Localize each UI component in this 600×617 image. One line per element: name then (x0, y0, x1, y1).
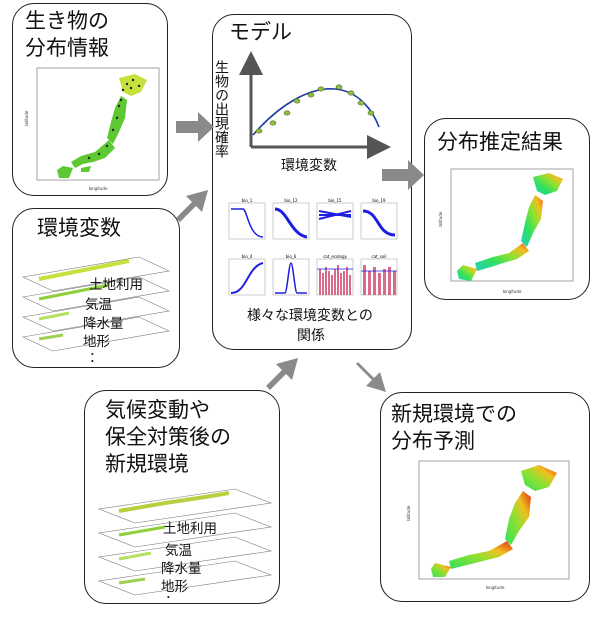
svg-text:latitude: latitude (438, 211, 443, 227)
model-ylabel: 生物の出現確率 (213, 60, 229, 158)
estimate-title: 分布推定結果 (437, 130, 563, 154)
scenario-title-3: 新規環境 (105, 452, 189, 476)
svg-text:cat_soil: cat_soil (372, 254, 387, 259)
estimate-box: 分布推定結果 latitude longitude (424, 118, 590, 300)
panel-bio4: bio_4 (228, 254, 266, 296)
panel-bio19: bio_19 (360, 198, 398, 240)
env-layer-temperature: 気温 (85, 297, 112, 313)
model-caption-1: 様々な環境変数との (247, 308, 373, 324)
svg-text:bio_1: bio_1 (242, 198, 253, 203)
prediction-title-2: 分布予測 (391, 429, 475, 453)
scenario-layer-terrain: 地形 (161, 579, 188, 595)
panel-bio1: bio_1 (228, 198, 266, 240)
model-response-panels: bio_1 bio_12 bio_15 bio_19 bio_4 bio_6 (228, 198, 398, 296)
svg-text:longitude: longitude (503, 289, 522, 294)
arrow-model-to-prediction (356, 362, 386, 392)
distribution-title-1: 生き物の (25, 9, 109, 33)
panel-cat-ecology: cat_ecology (316, 254, 354, 296)
distribution-title-2: 分布情報 (25, 36, 109, 60)
svg-text:bio_4: bio_4 (242, 254, 253, 259)
arrow-distribution-to-model (176, 112, 214, 142)
svg-text:bio_15: bio_15 (328, 198, 342, 203)
scenario-layer-temperature: 気温 (165, 543, 192, 559)
prediction-map: latitude longitude (406, 460, 570, 590)
env-layer-terrain: 地形 (83, 334, 110, 350)
svg-text:bio_12: bio_12 (284, 198, 298, 203)
dist-points (87, 78, 141, 160)
model-xlabel: 環境変数 (281, 158, 337, 174)
scenario-box: 気候変動や 保全対策後の 新規環境 土地利用 気温 降水量 地形 ： (84, 390, 280, 604)
estimate-map: latitude longitude (438, 168, 574, 294)
distribution-box: 生き物の 分布情報 latitude longitude (12, 3, 168, 196)
env-layer-landuse: 土地利用 (89, 277, 143, 293)
model-title: モデル (229, 20, 292, 44)
arrow-env-to-model (176, 190, 208, 222)
scenario-layer-landuse: 土地利用 (163, 521, 217, 537)
model-response-plot (239, 51, 391, 159)
env-vars-box: 環境変数 土地利用 気温 降水量 地形 ： (12, 208, 180, 368)
svg-text:latitude: latitude (406, 505, 411, 521)
svg-text:bio_19: bio_19 (372, 198, 386, 203)
scenario-layer-stack (97, 488, 273, 596)
distribution-map: latitude longitude (24, 67, 160, 191)
model-box: モデル 生物の出現確率 環境変数 bio_1 (212, 14, 412, 350)
svg-text:bio_6: bio_6 (286, 254, 297, 259)
env-layer-more: ： (89, 350, 103, 366)
scenario-layer-precipitation: 降水量 (161, 561, 202, 577)
panel-bio15: bio_15 (316, 198, 354, 240)
env-vars-title: 環境変数 (37, 216, 121, 240)
scenario-title-1: 気候変動や (105, 398, 210, 422)
svg-text:cat_ecology: cat_ecology (323, 254, 347, 259)
scenario-title-2: 保全対策後の (105, 425, 231, 449)
model-caption-2: 関係 (297, 328, 325, 344)
panel-bio6: bio_6 (272, 254, 310, 296)
panel-cat-soil: cat_soil (360, 254, 398, 296)
panel-bio12: bio_12 (272, 198, 310, 240)
arrow-model-to-estimate (382, 160, 424, 190)
dist-ylabel: latitude (24, 110, 29, 126)
scenario-layer-more: ： (165, 593, 179, 604)
prediction-box: 新規環境での 分布予測 latitude longitude (380, 392, 590, 602)
dist-japan (57, 74, 147, 178)
arrow-scenario-to-model (266, 358, 298, 390)
response-curve (252, 88, 380, 136)
env-layer-stack (22, 256, 170, 352)
response-points (255, 84, 375, 134)
dist-xlabel: longitude (89, 186, 108, 191)
svg-text:longitude: longitude (486, 585, 505, 590)
prediction-title-1: 新規環境での (391, 402, 517, 426)
env-layer-precipitation: 降水量 (83, 316, 124, 332)
